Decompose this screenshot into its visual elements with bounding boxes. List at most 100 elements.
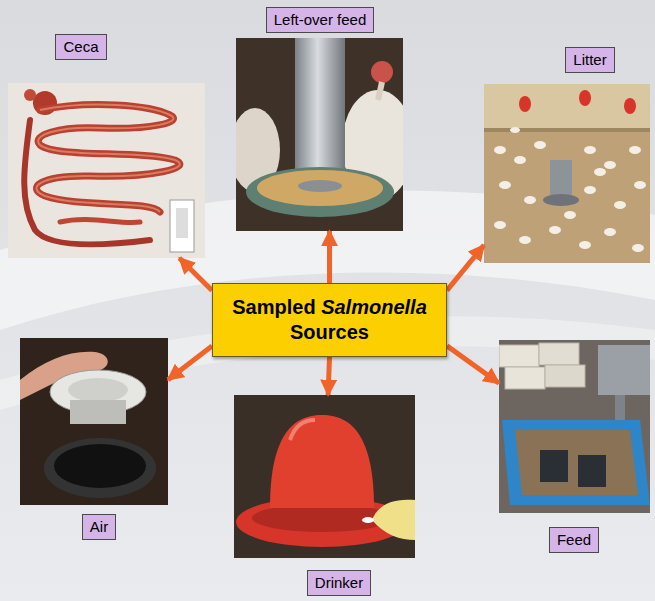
- litter-photo-part: [510, 127, 520, 133]
- feed-photo-part: [499, 340, 650, 513]
- drinker-photo: [234, 395, 415, 558]
- air-photo-part: [54, 444, 146, 488]
- drinker-photo-part: [252, 504, 392, 532]
- photo-panel: Left-over feed: [236, 38, 403, 231]
- label-text: Drinker: [315, 574, 363, 591]
- litter-photo-part: [524, 196, 536, 204]
- drinker-photo-part: [290, 420, 315, 440]
- air-photo-part: [68, 378, 128, 402]
- litter-photo-part: [584, 146, 596, 154]
- litter-photo-part: [594, 168, 606, 176]
- litter-photo-part: [584, 186, 596, 194]
- litter-photo-part: [549, 226, 561, 234]
- ceca-photo-part: [170, 200, 194, 252]
- label-text: Ceca: [63, 38, 98, 55]
- litter-photo-part: [484, 128, 650, 132]
- litter-photo-part: [534, 141, 546, 149]
- arrow-connector: [447, 245, 484, 290]
- photo-label: Drinker: [307, 570, 371, 596]
- air-photo: [20, 338, 168, 505]
- ceca-photo-part: [176, 208, 188, 238]
- litter-photo-part: [494, 127, 646, 252]
- feed-photo-part: [540, 450, 568, 482]
- photo-label: Ceca: [55, 34, 106, 60]
- litter-photo-part: [604, 161, 616, 169]
- litter-photo-part: [632, 244, 644, 252]
- litter-photo-part: [494, 146, 506, 154]
- litter-photo-part: [550, 160, 572, 198]
- feed-photo-part: [578, 455, 606, 487]
- label-text: Air: [90, 518, 108, 535]
- litter-photo-part: [604, 228, 616, 236]
- title-word: Sources: [290, 321, 369, 343]
- arrow-connector: [328, 357, 329, 395]
- air-photo-part: [70, 400, 126, 424]
- litter-photo-part: [579, 241, 591, 249]
- arrow-connector: [179, 258, 212, 290]
- left-over-feed-photo: [236, 38, 403, 231]
- feed-photo-part: [539, 343, 579, 365]
- litter-photo: [484, 84, 650, 263]
- label-text: Left-over feed: [274, 11, 367, 28]
- feed-photo-part: [499, 345, 539, 367]
- left-over-feed-photo-part: [295, 38, 345, 170]
- photo-label: Litter: [565, 47, 614, 73]
- drinker-photo-part: [270, 415, 374, 508]
- photo-panel: Feed: [499, 340, 650, 513]
- air-photo-part: [20, 338, 168, 505]
- box-title: Sampled Salmonella Sources: [223, 295, 436, 345]
- air-photo-part: [44, 438, 156, 498]
- litter-photo-part: [494, 221, 506, 229]
- drinker-photo-part: [234, 395, 415, 558]
- litter-photo-part: [629, 146, 641, 154]
- photo-label: Left-over feed: [266, 7, 375, 33]
- photo-panel: Drinker: [234, 395, 415, 558]
- ceca-photo-part: [24, 120, 150, 244]
- litter-photo-part: [519, 236, 531, 244]
- arrow-connector: [327, 231, 332, 283]
- left-over-feed-photo-part: [298, 180, 342, 192]
- label-text: Litter: [573, 51, 606, 68]
- feed-photo-part: [502, 420, 650, 505]
- feed-photo: [499, 340, 650, 513]
- litter-photo-part: [634, 181, 646, 189]
- photo-label: Feed: [549, 527, 599, 553]
- ceca-photo-part: [8, 83, 205, 258]
- litter-photo-part: [519, 96, 531, 112]
- title-word: Sampled: [232, 296, 321, 318]
- litter-photo-part: [484, 84, 650, 132]
- ceca-photo-part: [24, 89, 36, 101]
- photo-label: Air: [82, 514, 116, 540]
- litter-photo-part: [624, 98, 636, 114]
- drinker-photo-part: [362, 517, 374, 523]
- ceca-photo: [8, 83, 205, 258]
- label-text: Feed: [557, 531, 591, 548]
- title-word: Salmonella: [321, 296, 427, 318]
- arrow-connector: [447, 346, 499, 383]
- left-over-feed-photo-part: [378, 82, 382, 100]
- litter-photo-part: [484, 84, 650, 263]
- left-over-feed-photo-part: [371, 61, 393, 83]
- ceca-photo-part: [36, 105, 179, 212]
- drinker-photo-part: [372, 500, 415, 540]
- litter-photo-part: [614, 201, 626, 209]
- photo-panel: Litter: [484, 84, 650, 263]
- feed-photo-part: [505, 367, 545, 389]
- arrow-connector: [168, 346, 212, 380]
- feed-photo-part: [598, 345, 650, 395]
- title-box: Sampled Salmonella Sources: [212, 283, 447, 357]
- litter-photo-part: [543, 194, 579, 206]
- litter-photo-part: [499, 181, 511, 189]
- feed-photo-part: [545, 365, 585, 387]
- ceca-photo-part: [36, 105, 179, 212]
- litter-photo-part: [514, 156, 526, 164]
- feed-photo-part: [515, 430, 638, 495]
- litter-photo-part: [579, 90, 591, 106]
- photo-panel: Air: [20, 338, 168, 505]
- litter-photo-part: [564, 211, 576, 219]
- left-over-feed-photo-part: [257, 170, 383, 206]
